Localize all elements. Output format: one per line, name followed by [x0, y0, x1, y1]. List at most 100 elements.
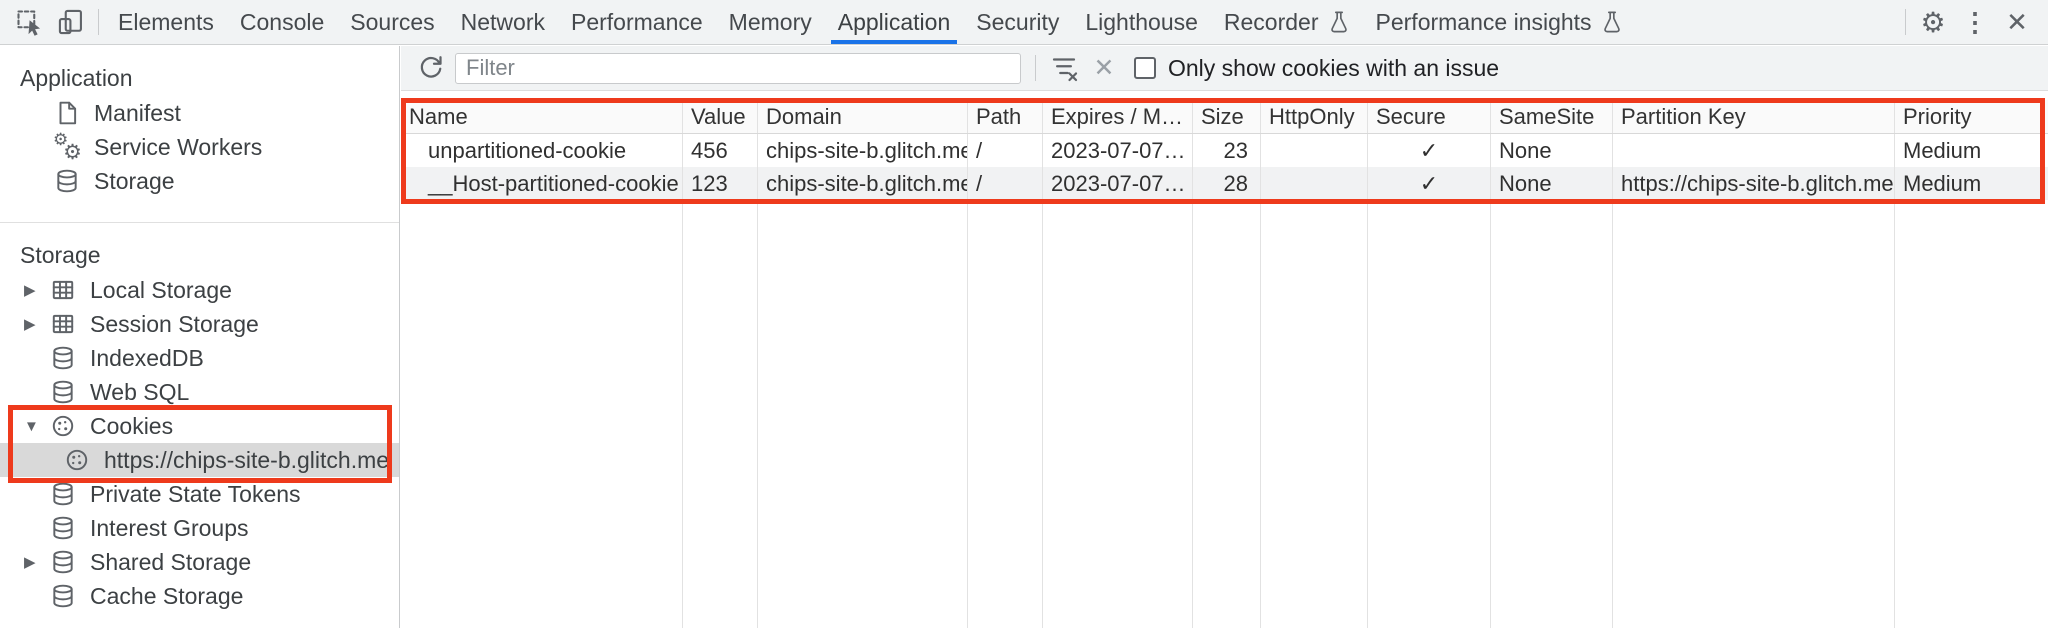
tab-lighthouse[interactable]: Lighthouse [1078, 0, 1205, 44]
sidebar-item-private-state-tokens[interactable]: ▶ Private State Tokens [0, 477, 399, 511]
inspect-cursor-icon [17, 10, 41, 36]
sidebar-item-label: Shared Storage [90, 548, 252, 575]
sidebar-item-local-storage[interactable]: ▶ Local Storage [0, 273, 399, 307]
tab-network[interactable]: Network [454, 0, 552, 44]
column-header-expires[interactable]: Expires / M… [1043, 100, 1193, 133]
close-icon: ✕ [2006, 6, 2028, 37]
column-header-value[interactable]: Value [683, 100, 758, 133]
delete-all-cookies-button[interactable]: ✕ [1084, 49, 1124, 87]
cell-path: / [968, 167, 1043, 200]
database-icon [48, 547, 78, 577]
column-header-size[interactable]: Size [1193, 100, 1261, 133]
sidebar-item-session-storage[interactable]: ▶ Session Storage [0, 307, 399, 341]
only-issue-checkbox-label[interactable]: Only show cookies with an issue [1168, 54, 1500, 81]
chevron-right-icon[interactable]: ▶ [24, 282, 36, 299]
tab-label: Application [837, 8, 951, 35]
sidebar-item-service-workers[interactable]: ⚙ ⚙ Service Workers [0, 130, 399, 164]
chevron-right-icon[interactable]: ▶ [24, 554, 36, 571]
table-row[interactable]: unpartitioned-cookie 456 chips-site-b.gl… [401, 134, 2048, 167]
column-header-priority[interactable]: Priority [1903, 103, 1972, 129]
sidebar-item-web-sql[interactable]: ▶ Web SQL [0, 375, 399, 409]
table-row[interactable]: __Host-partitioned-cookie 123 chips-site… [401, 167, 2048, 200]
tab-label: Performance insights [1375, 8, 1592, 35]
database-icon [48, 581, 78, 611]
sidebar-item-label: Web SQL [90, 378, 190, 405]
settings-button[interactable]: ⚙ [1912, 2, 1954, 42]
cell-samesite: None [1491, 134, 1613, 167]
toggle-device-toolbar-button[interactable] [50, 2, 92, 42]
clear-filter-button[interactable] [1044, 49, 1084, 87]
tab-label: Sources [350, 8, 435, 35]
cell-priority: Medium [1903, 137, 1982, 163]
cell-value: 123 [683, 167, 758, 200]
clear-x-icon: ✕ [1093, 54, 1115, 82]
sidebar-item-interest-groups[interactable]: ▶ Interest Groups [0, 511, 399, 545]
cookie-icon [48, 411, 78, 441]
sidebar-item-cookies-origin[interactable]: https://chips-site-b.glitch.me [0, 443, 399, 477]
tab-performance-insights[interactable]: Performance insights [1369, 0, 1630, 44]
sidebar-item-cache-storage[interactable]: ▶ Cache Storage [0, 579, 399, 613]
tab-label: Network [460, 8, 545, 35]
sidebar-item-label: Service Workers [94, 133, 263, 160]
cell-value: 456 [683, 134, 758, 167]
column-header-httponly[interactable]: HttpOnly [1261, 100, 1368, 133]
sidebar-item-storage[interactable]: Storage [0, 164, 399, 198]
sidebar-item-cookies[interactable]: ▼ Cookies [0, 409, 399, 443]
column-header-path[interactable]: Path [968, 100, 1043, 133]
tab-label: Performance [571, 8, 703, 35]
cell-size: 28 [1193, 167, 1261, 200]
tab-performance[interactable]: Performance [564, 0, 710, 44]
column-header-samesite[interactable]: SameSite [1491, 100, 1613, 133]
column-header-name[interactable]: Name [401, 100, 683, 133]
cookie-icon [62, 445, 92, 475]
sidebar-item-label: Cache Storage [90, 582, 244, 609]
cell-size: 23 [1193, 134, 1261, 167]
close-devtools-button[interactable]: ✕ [1996, 2, 2038, 42]
service-workers-gears-icon: ⚙ ⚙ [53, 130, 82, 164]
inspect-element-button[interactable] [8, 2, 50, 42]
column-header-secure[interactable]: Secure [1368, 100, 1491, 133]
tab-label: Console [239, 8, 325, 35]
cell-partition-key: https://chips-site-b.glitch.me [1613, 167, 1895, 200]
tab-application[interactable]: Application [830, 0, 958, 44]
sidebar-item-indexeddb[interactable]: ▶ IndexedDB [0, 341, 399, 375]
tab-security[interactable]: Security [969, 0, 1066, 44]
gear-icon: ⚙ [1920, 6, 1946, 38]
tab-label: Recorder [1223, 8, 1319, 35]
experiment-flask-icon [1330, 11, 1347, 33]
kebab-menu-icon: ⋮ [1962, 6, 1988, 37]
only-issue-checkbox[interactable] [1134, 57, 1156, 79]
cookies-toolbar: ✕ Only show cookies with an issue [401, 46, 2048, 91]
filter-input[interactable] [455, 52, 1021, 84]
sidebar-item-label: Storage [94, 167, 175, 194]
tab-label: Security [976, 8, 1060, 35]
sidebar-item-label: Private State Tokens [90, 480, 301, 507]
chevron-right-icon[interactable]: ▶ [24, 316, 36, 333]
database-icon [48, 513, 78, 543]
cell-samesite: None [1491, 167, 1613, 200]
refresh-button[interactable] [411, 49, 451, 87]
database-icon [52, 166, 82, 196]
tab-recorder[interactable]: Recorder [1217, 0, 1357, 44]
sidebar-item-shared-storage[interactable]: ▶ Shared Storage [0, 545, 399, 579]
sidebar-item-label: Manifest [94, 99, 181, 126]
sidebar-item-label: Session Storage [90, 310, 259, 337]
column-header-partition-key[interactable]: Partition Key [1613, 100, 1895, 133]
column-header-domain[interactable]: Domain [758, 100, 968, 133]
table-empty-area [401, 200, 2048, 628]
tab-elements[interactable]: Elements [111, 0, 221, 44]
tab-label: Elements [118, 8, 214, 35]
tab-label: Lighthouse [1085, 8, 1198, 35]
refresh-icon [420, 56, 442, 78]
sidebar-item-label: https://chips-site-b.glitch.me [104, 446, 390, 473]
cell-priority: Medium [1903, 170, 1982, 196]
cookies-table-header: Name Value Domain Path Expires / M… Size… [401, 100, 2048, 134]
tab-memory[interactable]: Memory [722, 0, 819, 44]
document-icon [52, 98, 82, 128]
chevron-down-icon[interactable]: ▼ [24, 417, 39, 435]
cell-httponly [1261, 134, 1368, 167]
tab-sources[interactable]: Sources [343, 0, 441, 44]
tab-console[interactable]: Console [233, 0, 331, 44]
more-options-button[interactable]: ⋮ [1954, 2, 1996, 42]
sidebar-item-manifest[interactable]: Manifest [0, 96, 399, 130]
